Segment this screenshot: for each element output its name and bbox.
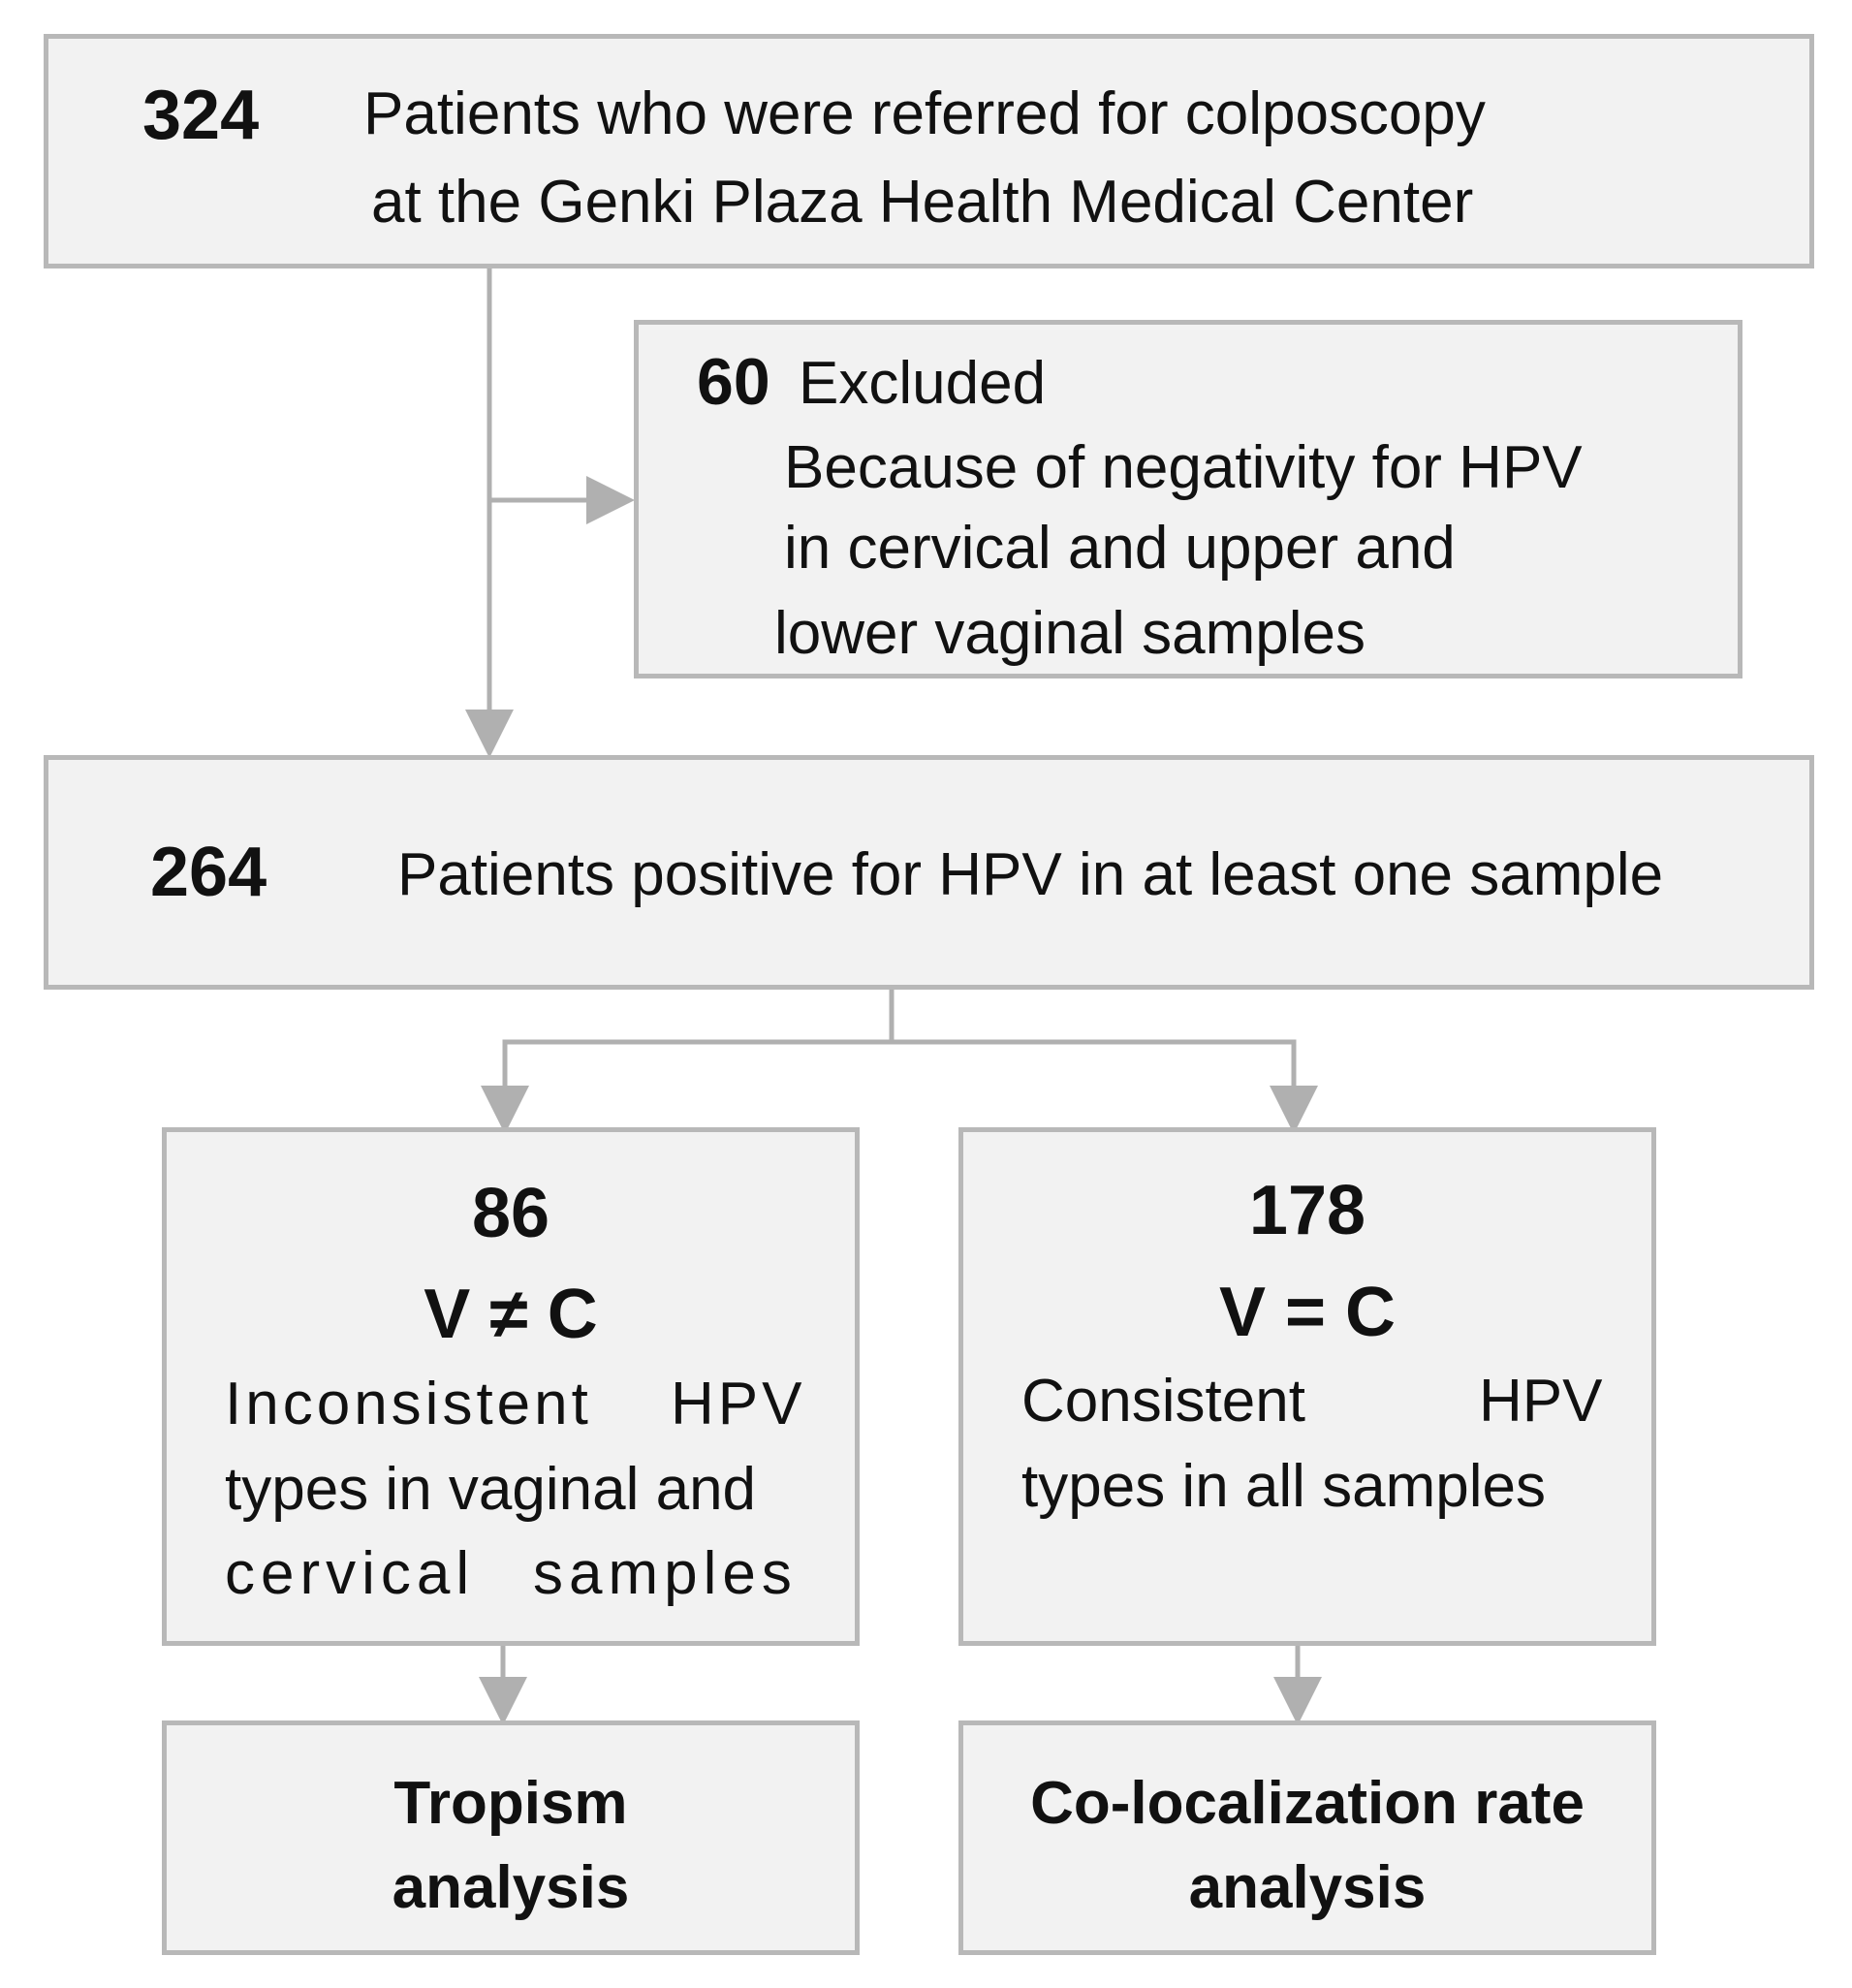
box-colocalization-analysis: Co-localization rate analysis: [958, 1720, 1656, 1955]
excluded-line-1: Because of negativity for HPV: [784, 434, 1583, 501]
positive-count: 264: [150, 834, 267, 911]
consistent-line-1b: HPV: [1479, 1368, 1603, 1435]
inconsistent-line-1a: Inconsistent: [225, 1371, 592, 1437]
inconsistent-line-2: types in vaginal and: [225, 1456, 757, 1523]
referred-count: 324: [142, 77, 260, 154]
excluded-label: Excluded: [799, 350, 1047, 417]
excluded-line-3: lower vaginal samples: [774, 600, 1365, 667]
consistent-line-2: types in all samples: [1021, 1453, 1547, 1520]
positive-text: Patients positive for HPV in at least on…: [397, 841, 1664, 908]
split-connector: [502, 989, 1297, 1122]
tropism-line-2: analysis: [392, 1854, 630, 1921]
colocalization-line-1: Co-localization rate: [1030, 1770, 1585, 1837]
consistent-line-1a: Consistent: [1021, 1368, 1305, 1435]
box-tropism-analysis: Tropism analysis: [162, 1720, 860, 1955]
box-excluded: 60 Excluded Because of negativity for HP…: [634, 320, 1742, 678]
tropism-line-1: Tropism: [393, 1770, 628, 1837]
inconsistent-relation: V ≠ C: [424, 1276, 598, 1353]
box-consistent-hpv: 178 V = C Consistent HPV types in all sa…: [958, 1127, 1656, 1646]
referred-line-2: at the Genki Plaza Health Medical Center: [371, 169, 1474, 236]
box-inconsistent-hpv: 86 V ≠ C Inconsistent HPV types in vagin…: [162, 1127, 860, 1646]
consistent-relation: V = C: [1218, 1274, 1397, 1351]
excluded-count: 60: [697, 345, 770, 419]
consistent-count: 178: [1248, 1172, 1366, 1249]
box-positive-patients: 264 Patients positive for HPV in at leas…: [44, 755, 1814, 990]
inconsistent-line-3b: samples: [533, 1540, 798, 1607]
box-referred-patients: 324 Patients who were referred for colpo…: [44, 34, 1814, 268]
referred-line-1: Patients who were referred for colposcop…: [363, 80, 1486, 147]
excluded-line-2: in cervical and upper and: [784, 515, 1456, 582]
inconsistent-count: 86: [471, 1175, 550, 1252]
colocalization-line-2: analysis: [1188, 1854, 1427, 1921]
inconsistent-line-3a: cervical: [225, 1540, 476, 1607]
inconsistent-line-1b: HPV: [671, 1371, 806, 1437]
